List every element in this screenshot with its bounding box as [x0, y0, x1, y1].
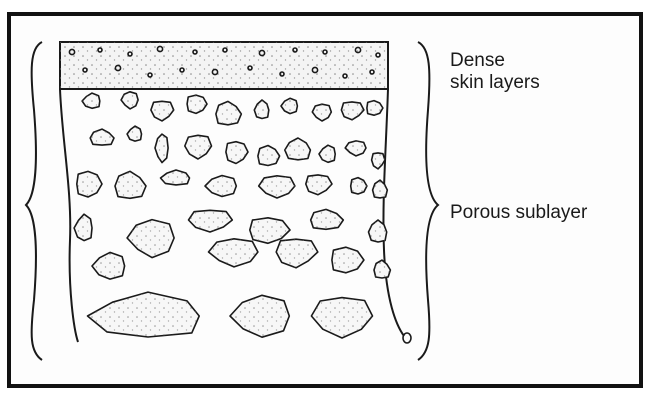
pore-stipple — [281, 98, 297, 113]
pore-stipple — [332, 247, 364, 273]
dense-label-line2: skin layers — [450, 72, 540, 94]
pore-stipple — [259, 176, 295, 198]
pore-stipple — [285, 138, 311, 160]
pore-stipple — [77, 171, 102, 197]
dense-label-line1: Dense — [450, 50, 540, 72]
pore-stipple — [205, 176, 236, 197]
pore-stipple — [258, 146, 280, 166]
pore-stipple — [230, 295, 289, 337]
pore-stipple — [151, 101, 174, 121]
porous-sublayer-label: Porous sublayer — [450, 202, 587, 224]
wall-end-mark — [403, 333, 411, 343]
pore-stipple — [185, 135, 212, 159]
right-brace — [418, 42, 438, 360]
pore-stipple — [216, 101, 241, 124]
dense-skin-layer — [60, 42, 388, 89]
porous-sublayer-pores — [74, 92, 390, 338]
pore-stipple — [311, 209, 344, 229]
membrane-right-wall — [383, 89, 404, 336]
pore-stipple — [311, 298, 372, 338]
left-brace — [26, 42, 42, 360]
pore-stipple — [92, 252, 125, 279]
membrane-left-wall — [60, 89, 78, 342]
dense-skin-layers-label: Dense skin layers — [450, 50, 540, 94]
pore-stipple — [312, 104, 331, 121]
pore-stipple — [189, 210, 233, 232]
